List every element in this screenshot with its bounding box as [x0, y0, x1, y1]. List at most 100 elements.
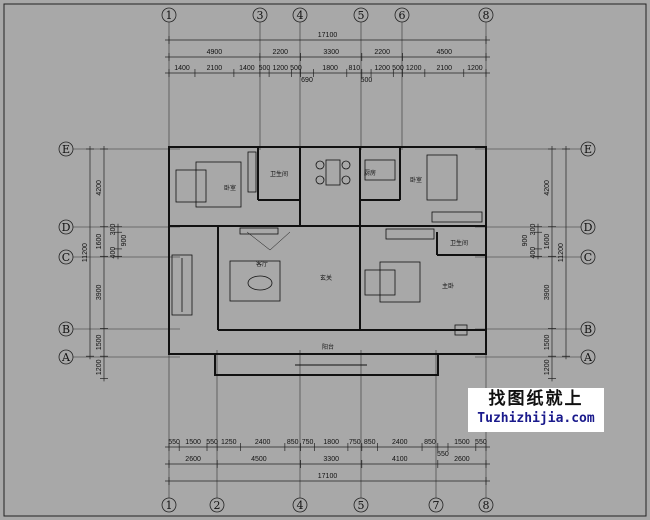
axis-bubble-bottom-circle [478, 497, 494, 513]
kitchen-counter [364, 159, 396, 181]
dimension-label: 550 [475, 439, 487, 446]
dimension-label: 500 [392, 65, 404, 72]
dimension-label: 1500 [544, 334, 551, 350]
dimension-label: 2400 [392, 439, 408, 446]
furniture [171, 151, 483, 336]
axis-bubble-bottom-circle [428, 497, 444, 513]
dimension-label: 1800 [323, 439, 339, 446]
dimension-label: 4900 [207, 49, 223, 56]
dimension-label: 1500 [96, 334, 103, 350]
axis-bubble-top: 3 [257, 9, 264, 22]
axis-bubble-bottom: 7 [433, 499, 440, 512]
dimension-label: 2200 [374, 49, 390, 56]
dimension-label: 2100 [437, 65, 453, 72]
room-foyer: 玄关 [320, 274, 332, 282]
axis-bubble-right-circle [580, 321, 596, 337]
staircase [171, 254, 193, 316]
axis-bubble-bottom: 8 [483, 499, 490, 512]
toilet [454, 324, 468, 336]
dimension-label: 900 [121, 235, 128, 247]
dimension-label: 690 [301, 77, 313, 84]
axis-bubble-top: 6 [399, 9, 406, 22]
axis-bubble-right-circle [580, 249, 596, 265]
dimension-label: 750 [302, 439, 314, 446]
axis-bubble-left-circle [58, 321, 74, 337]
dimension-label: 750 [349, 439, 361, 446]
dimension-label: 1600 [544, 234, 551, 250]
axis-bubble-right-circle [580, 141, 596, 157]
dimension-label: 500 [259, 65, 271, 72]
dimension-label: 4200 [96, 180, 103, 196]
axis-bubble-right: D [584, 221, 593, 234]
axis-bubble-left: E [62, 143, 70, 156]
axis-bubble-bottom: 4 [297, 499, 304, 512]
dimension-label: 1200 [544, 359, 551, 375]
axis-bubble-right: B [584, 323, 592, 336]
dimension-label: 1200 [406, 65, 422, 72]
dimension-label: 850 [287, 439, 299, 446]
axis-bubble-right: C [584, 251, 592, 264]
axis-bubble-top-circle [252, 7, 268, 23]
watermark-url: Tuzhizhijia.com [477, 411, 595, 426]
room-living: 客厅 [256, 260, 268, 268]
axis-bubble-right-circle [580, 349, 596, 365]
dimension-label: 4200 [544, 180, 551, 196]
dimension-label: 3300 [323, 49, 339, 56]
dimension-label: 17100 [318, 473, 338, 480]
dimension-label: 17100 [318, 32, 338, 39]
axis-bubble-left-circle [58, 141, 74, 157]
drawing-frame [3, 3, 647, 517]
dimension-label: 400 [530, 247, 537, 259]
axis-bubble-left: B [62, 323, 70, 336]
axis-bubble-right: E [584, 143, 592, 156]
axis-bubble-top-circle [161, 7, 177, 23]
room-bedroom-left: 卧室 [224, 184, 236, 192]
dimension-label: 1600 [96, 234, 103, 250]
dimension-label: 550 [168, 439, 180, 446]
dimension-label: 810 [348, 65, 360, 72]
axis-bubble-top: 5 [358, 9, 365, 22]
dimension-label: 11200 [558, 243, 565, 262]
dimension-label: 11200 [82, 243, 89, 262]
watermark: 找图纸就上 Tuzhizhijia.com [468, 388, 604, 432]
dimension-label: 1200 [96, 359, 103, 375]
axis-bubble-left-circle [58, 219, 74, 235]
dimension-label: 550 [206, 439, 218, 446]
axis-bubble-bottom: 5 [358, 499, 365, 512]
dimension-label: 2400 [255, 439, 271, 446]
dimension-label: 300 [110, 224, 117, 236]
dimension-label: 4500 [251, 456, 267, 463]
dimension-label: 4500 [437, 49, 453, 56]
dimension-label: 900 [522, 235, 529, 247]
axis-bubble-bottom-circle [161, 497, 177, 513]
axis-bubble-top-circle [292, 7, 308, 23]
axis-bubble-left-circle [58, 349, 74, 365]
room-bathroom-master: 卫生间 [450, 239, 468, 247]
room-bathroom-top: 卫生间 [270, 170, 288, 178]
bed-right [426, 154, 458, 201]
dimension-label: 1200 [272, 65, 288, 72]
room-labels: 卧室 卫生间 厨房 卧室 卫生间 客厅 玄关 主卧 阳台 [224, 169, 468, 351]
watermark-chinese: 找图纸就上 [488, 389, 584, 409]
bed-left [195, 161, 242, 208]
axis-bubble-left-circle [58, 249, 74, 265]
walls [168, 146, 487, 376]
dimension-label: 1400 [239, 65, 255, 72]
dimension-label: 400 [110, 247, 117, 259]
outer-wall [168, 146, 487, 355]
dimension-label: 1200 [467, 65, 483, 72]
dimension-label: 4100 [392, 456, 408, 463]
dining-table [325, 159, 341, 186]
dimension-label: 500 [361, 77, 373, 84]
axis-bubble-left: A [61, 351, 71, 364]
dimension-label: 1200 [374, 65, 390, 72]
axis-bubble-top-circle [478, 7, 494, 23]
dimension-label: 1800 [322, 65, 338, 72]
dimension-label: 2100 [207, 65, 223, 72]
dimension-label: 550 [437, 451, 449, 458]
living-sofa-area [229, 260, 281, 302]
